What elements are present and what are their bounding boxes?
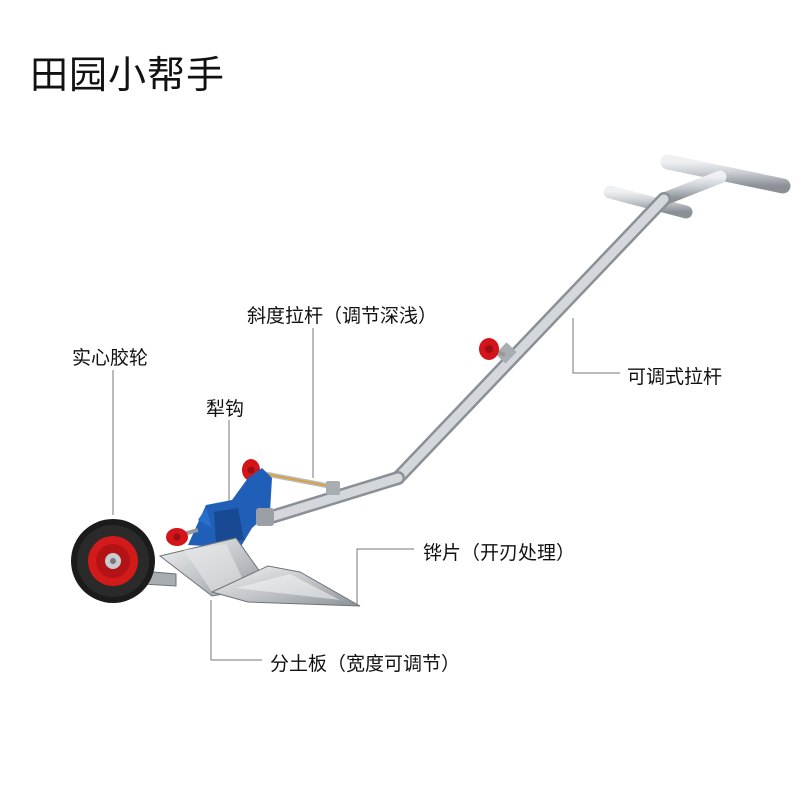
plow-blade: [210, 565, 361, 607]
main-shaft: [261, 192, 671, 525]
label-plow-hook: 犁钩: [206, 398, 245, 420]
label-blade: 铧片（开刃处理）: [423, 542, 576, 564]
handle-t-bar: [603, 154, 791, 219]
bracket-red-knob: [166, 528, 199, 546]
leader-soil-divider: [210, 600, 262, 661]
label-solid-wheel: 实心胶轮: [72, 347, 149, 369]
leader-blade: [356, 548, 414, 604]
label-incline-rod: 斜度拉杆（调节深浅）: [247, 305, 438, 327]
product-title: 田园小帮手: [30, 53, 226, 97]
blue-bracket: [188, 468, 274, 548]
label-adjustable-rod: 可调式拉杆: [627, 366, 723, 388]
leader-adjustable-rod: [572, 318, 620, 374]
label-soil-divider: 分土板（宽度可调节）: [270, 653, 461, 675]
leader-lines: [112, 318, 620, 661]
solid-wheel: [71, 519, 155, 603]
shaft-red-knob: [479, 338, 506, 360]
